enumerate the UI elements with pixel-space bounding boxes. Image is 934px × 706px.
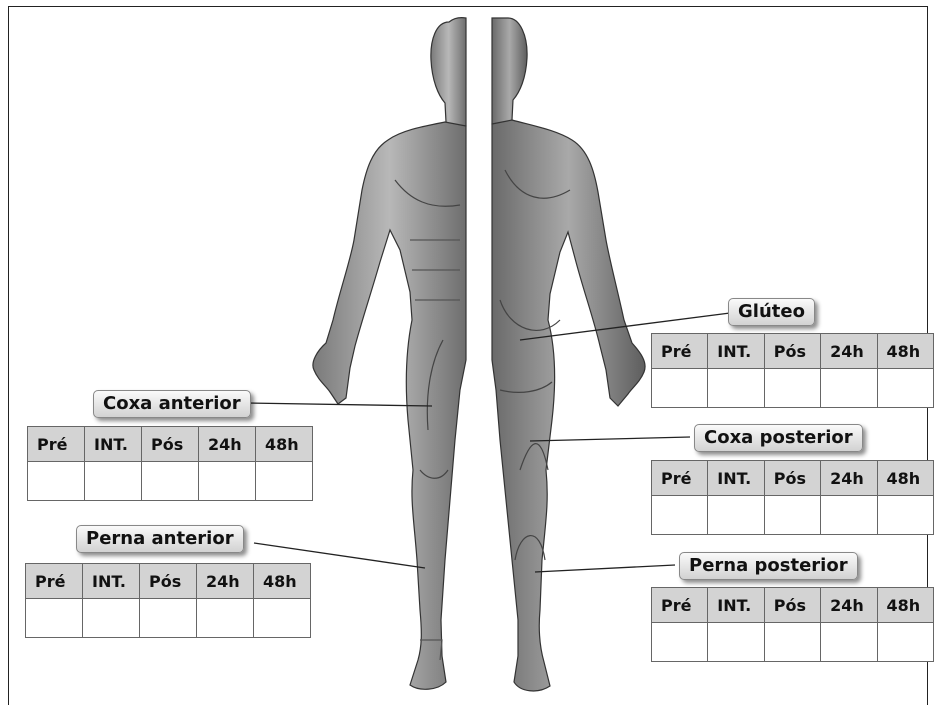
table-entry-row [652,496,934,535]
table-entry-row [26,599,311,638]
table-header-row: Pré INT. Pós 24h 48h [652,588,934,623]
region-label-perna-anterior: Perna anterior [76,525,244,553]
header-int: INT. [708,588,764,623]
table-perna-posterior: Pré INT. Pós 24h 48h [651,587,934,662]
table-header-row: Pré INT. Pós 24h 48h [652,461,934,496]
table-header-row: Pré INT. Pós 24h 48h [26,564,311,599]
header-24h: 24h [821,461,877,496]
entry-cell[interactable] [85,462,142,501]
entry-cell[interactable] [708,369,764,408]
entry-cell[interactable] [83,599,140,638]
header-24h: 24h [197,564,254,599]
region-label-perna-posterior: Perna posterior [679,552,858,580]
header-pos: Pós [764,461,820,496]
entry-cell[interactable] [142,462,199,501]
entry-cell[interactable] [877,496,933,535]
entry-cell[interactable] [652,623,708,662]
entry-cell[interactable] [199,462,256,501]
entry-cell[interactable] [764,623,820,662]
entry-cell[interactable] [652,496,708,535]
header-pre: Pré [652,334,708,369]
header-int: INT. [83,564,140,599]
front-body-figure [313,18,466,690]
table-entry-row [652,369,934,408]
entry-cell[interactable] [254,599,311,638]
entry-cell[interactable] [877,369,933,408]
entry-cell[interactable] [28,462,85,501]
table-gluteo: Pré INT. Pós 24h 48h [651,333,934,408]
entry-cell[interactable] [140,599,197,638]
entry-cell[interactable] [821,369,877,408]
header-int: INT. [708,461,764,496]
entry-cell[interactable] [764,369,820,408]
header-24h: 24h [821,334,877,369]
header-48h: 48h [877,588,933,623]
entry-cell[interactable] [821,496,877,535]
table-header-row: Pré INT. Pós 24h 48h [652,334,934,369]
table-coxa-posterior: Pré INT. Pós 24h 48h [651,460,934,535]
table-coxa-anterior: Pré INT. Pós 24h 48h [27,426,313,501]
header-pre: Pré [652,588,708,623]
header-24h: 24h [821,588,877,623]
entry-cell[interactable] [877,623,933,662]
back-body-figure [492,18,645,691]
entry-cell[interactable] [652,369,708,408]
header-pre: Pré [652,461,708,496]
entry-cell[interactable] [708,496,764,535]
entry-cell[interactable] [26,599,83,638]
header-int: INT. [708,334,764,369]
header-pos: Pós [140,564,197,599]
header-48h: 48h [877,334,933,369]
table-entry-row [28,462,313,501]
header-pre: Pré [28,427,85,462]
header-int: INT. [85,427,142,462]
header-pos: Pós [764,334,820,369]
entry-cell[interactable] [256,462,313,501]
table-entry-row [652,623,934,662]
region-label-coxa-posterior: Coxa posterior [694,424,863,452]
table-perna-anterior: Pré INT. Pós 24h 48h [25,563,311,638]
entry-cell[interactable] [708,623,764,662]
header-pre: Pré [26,564,83,599]
entry-cell[interactable] [764,496,820,535]
header-48h: 48h [877,461,933,496]
header-pos: Pós [764,588,820,623]
header-pos: Pós [142,427,199,462]
header-48h: 48h [256,427,313,462]
header-24h: 24h [199,427,256,462]
entry-cell[interactable] [197,599,254,638]
table-header-row: Pré INT. Pós 24h 48h [28,427,313,462]
entry-cell[interactable] [821,623,877,662]
header-48h: 48h [254,564,311,599]
region-label-coxa-anterior: Coxa anterior [93,390,251,418]
region-label-gluteo: Glúteo [728,298,815,326]
